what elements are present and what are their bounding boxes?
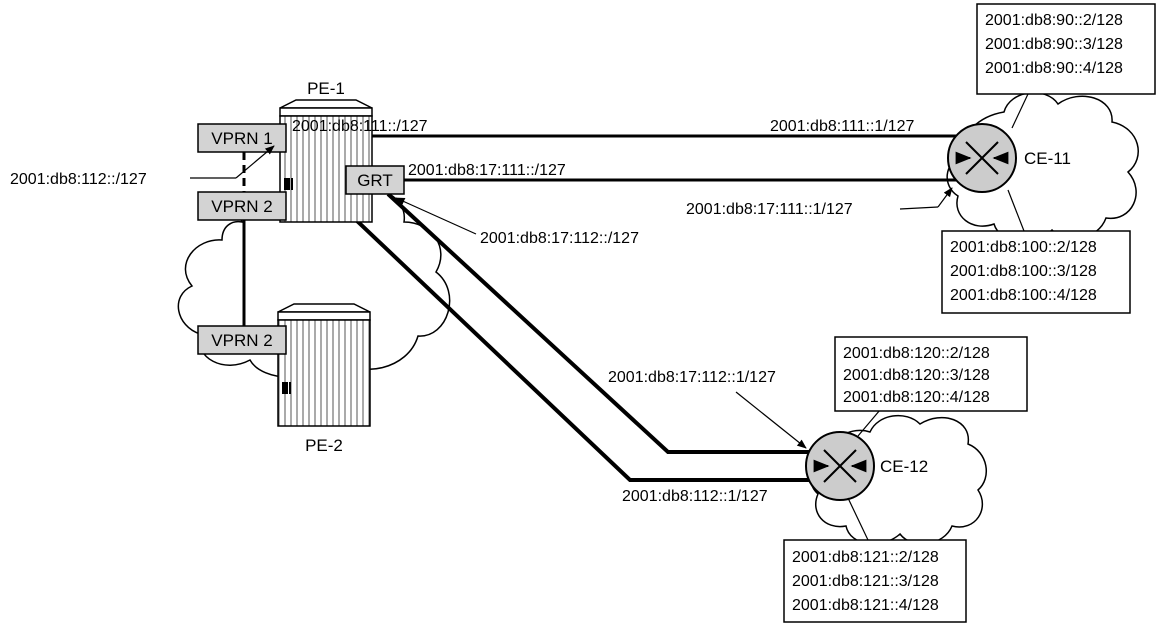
- callout-grt-ce11-remote-arrow: [938, 188, 952, 207]
- callout-grt-ce11-remote: [900, 207, 938, 209]
- addr-vprn1-ce11-local: 2001:db8:111::/127: [292, 118, 428, 135]
- addr-vprn1-ce11-remote: 2001:db8:111::1/127: [770, 118, 915, 135]
- ce11-vprn-loopback-3: 2001:db8:90::4/128: [985, 60, 1123, 77]
- vprn1-pe1-label: VPRN 1: [211, 129, 272, 148]
- ce12-label: CE-12: [880, 457, 928, 476]
- ce11-vprn-loopback-1: 2001:db8:90::2/128: [985, 12, 1123, 29]
- vprn2-pe2-label: VPRN 2: [211, 331, 272, 350]
- ce11-grt-loopback-1: 2001:db8:100::2/128: [950, 239, 1097, 256]
- addr-grt-ce11-remote: 2001:db8:17:111::1/127: [686, 201, 853, 218]
- ce11-grt-loopback-3: 2001:db8:100::4/128: [950, 287, 1097, 304]
- pe2-router: [278, 304, 370, 426]
- addr-grt-ce11-local: 2001:db8:17:111::/127: [408, 162, 566, 179]
- ce12-router: [806, 432, 874, 500]
- addr-grt-ce12-local: 2001:db8:17:112::/127: [480, 230, 639, 247]
- ce12-grt-loopback-1: 2001:db8:120::2/128: [843, 345, 990, 362]
- ce12-vprn-loopback-2: 2001:db8:121::3/128: [792, 573, 939, 590]
- ce12-grt-loopback-2: 2001:db8:120::3/128: [843, 367, 990, 384]
- addr-vprn1-ce12-remote: 2001:db8:112::1/127: [622, 488, 768, 505]
- vprn2-pe1-label: VPRN 2: [211, 197, 272, 216]
- callout-grt-ce12-remote: [736, 392, 806, 448]
- ce12-vprn-loopback-3: 2001:db8:121::4/128: [792, 597, 939, 614]
- pe1-label: PE-1: [307, 79, 345, 98]
- addr-grt-ce12-remote: 2001:db8:17:112::1/127: [608, 369, 776, 386]
- ce11-vprn-loopback-2: 2001:db8:90::3/128: [985, 36, 1123, 53]
- ce11-label: CE-11: [1024, 149, 1071, 168]
- pe2-label: PE-2: [305, 436, 343, 455]
- ce12-vprn-loopback-1: 2001:db8:121::2/128: [792, 549, 939, 566]
- ce11-router: [948, 124, 1016, 192]
- addr-vprn1-vprn2-local: 2001:db8:112::/127: [10, 171, 147, 188]
- grt-pe1-label: GRT: [357, 171, 393, 190]
- ce12-grt-loopback-3: 2001:db8:120::4/128: [843, 389, 990, 406]
- ce11-grt-loopback-2: 2001:db8:100::3/128: [950, 263, 1097, 280]
